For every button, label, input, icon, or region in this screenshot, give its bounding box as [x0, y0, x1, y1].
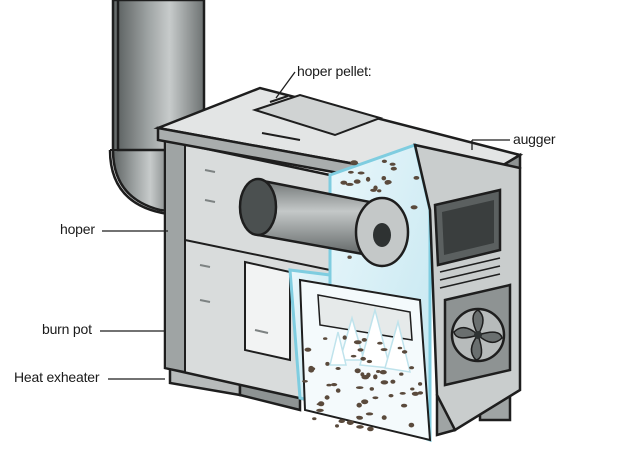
pellet	[348, 170, 354, 174]
pellet	[372, 396, 379, 400]
pellet	[417, 391, 424, 395]
pellet	[342, 335, 347, 340]
pellet	[350, 160, 358, 166]
label-hopper-pellet: hoper pellet:	[297, 63, 372, 79]
pellet	[413, 176, 420, 180]
pellet	[347, 255, 352, 259]
pellet	[323, 337, 328, 340]
pellet	[350, 354, 357, 358]
pellet	[302, 380, 308, 383]
auger-tube	[238, 177, 410, 268]
pellet	[345, 182, 354, 186]
front-panel	[413, 143, 522, 432]
label-auger: augger	[513, 131, 556, 147]
pellet	[361, 375, 370, 380]
pellet	[335, 424, 339, 428]
pellet	[355, 386, 364, 389]
pellet	[384, 180, 392, 185]
pellet	[397, 346, 403, 350]
label-hopper: hoper	[60, 221, 95, 237]
pellet	[377, 341, 383, 345]
pellet	[335, 388, 341, 393]
pellet	[379, 370, 387, 375]
pellet	[373, 374, 378, 380]
pellet	[353, 179, 361, 184]
label-burn-pot: burn pot	[42, 321, 92, 337]
pellet	[325, 361, 330, 366]
pellet	[410, 205, 418, 210]
pellet	[356, 402, 362, 408]
pellet	[388, 394, 394, 398]
pellet	[367, 426, 374, 432]
pellet	[360, 356, 367, 361]
pellet	[390, 166, 397, 171]
pellet	[356, 415, 362, 419]
pellet	[370, 188, 377, 192]
pellet	[361, 338, 367, 342]
pellet	[324, 395, 330, 400]
pellet	[361, 399, 369, 405]
pellet	[376, 370, 381, 373]
pellet	[410, 387, 415, 391]
pellet	[316, 408, 324, 412]
pellet	[409, 366, 415, 370]
pellet	[399, 372, 404, 376]
pellet	[326, 383, 332, 387]
pellet	[377, 189, 382, 193]
pellet	[304, 347, 312, 352]
pellet	[335, 367, 341, 370]
pellet	[365, 176, 371, 182]
pellet	[401, 350, 408, 354]
pellet	[353, 340, 362, 345]
label-heat-exchanger: Heat exheater	[14, 369, 100, 385]
pellet	[338, 419, 345, 424]
pellets	[302, 159, 424, 432]
pellet	[380, 348, 388, 352]
pellet	[369, 387, 374, 391]
pellet	[389, 162, 396, 166]
pellet	[390, 379, 396, 384]
pellet	[356, 425, 364, 429]
pellet	[381, 415, 387, 420]
pellet	[365, 412, 374, 416]
pellet	[380, 380, 389, 385]
pellet	[357, 348, 364, 352]
pellet	[401, 403, 408, 408]
pellet	[408, 422, 415, 428]
pellet	[312, 417, 317, 421]
pellet	[366, 359, 373, 364]
pellet	[346, 420, 354, 425]
pellet	[317, 401, 325, 407]
pellet	[308, 365, 314, 371]
pellet	[354, 368, 361, 374]
pellet	[381, 176, 387, 181]
pellet	[331, 383, 338, 387]
pellet	[381, 159, 387, 163]
pellet	[340, 180, 348, 185]
leader-lines	[100, 71, 510, 380]
pellet	[411, 391, 419, 396]
pellet	[399, 392, 406, 395]
pellet	[357, 171, 365, 175]
pellet	[418, 382, 423, 386]
